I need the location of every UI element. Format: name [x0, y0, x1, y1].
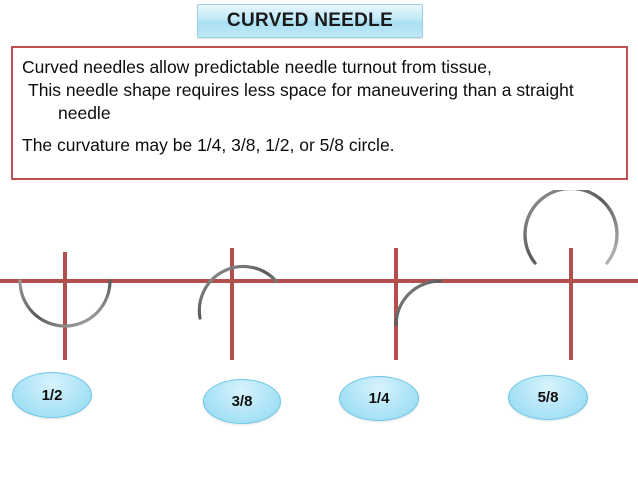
slide-title-banner: CURVED NEEDLE — [197, 4, 423, 38]
body-line-1: Curved needles allow predictable needle … — [22, 57, 492, 77]
label-oval-quarter-circle-text: 1/4 — [368, 390, 390, 407]
label-oval-quarter-circle: 1/4 — [339, 376, 419, 421]
three-eighths-needle-arc — [197, 264, 278, 320]
five-eighths-circle-needle-group — [523, 190, 619, 360]
body-text-box: Curved needles allow predictable needle … — [11, 46, 628, 180]
label-oval-half-circle-text: 1/2 — [41, 386, 63, 404]
label-oval-three-eighths-circle: 3/8 — [203, 379, 281, 424]
five-eighths-needle-arc — [523, 190, 619, 265]
half-circle-needle-arc — [18, 279, 112, 328]
needle-diagram-svg — [0, 190, 638, 360]
label-oval-three-eighths-circle-text: 3/8 — [231, 393, 253, 410]
body-line-3: The curvature may be 1/4, 3/8, 1/2, or 5… — [22, 135, 395, 155]
label-oval-five-eighths-circle: 5/8 — [508, 375, 588, 420]
half-circle-needle-group — [18, 252, 112, 360]
body-line-2-text: This needle shape requires less space fo… — [28, 80, 574, 100]
page-title: CURVED NEEDLE — [226, 10, 394, 31]
body-line-2: This needle shape requires less space fo… — [22, 79, 617, 125]
needle-diagram-area — [0, 190, 638, 478]
label-oval-half-circle: 1/2 — [12, 372, 92, 418]
three-eighths-circle-needle-group — [197, 248, 278, 360]
label-oval-five-eighths-circle-text: 5/8 — [537, 389, 559, 406]
quarter-circle-needle-group — [394, 248, 442, 360]
quarter-needle-arc — [394, 279, 442, 327]
body-line-2-continuation: needle — [58, 103, 111, 123]
